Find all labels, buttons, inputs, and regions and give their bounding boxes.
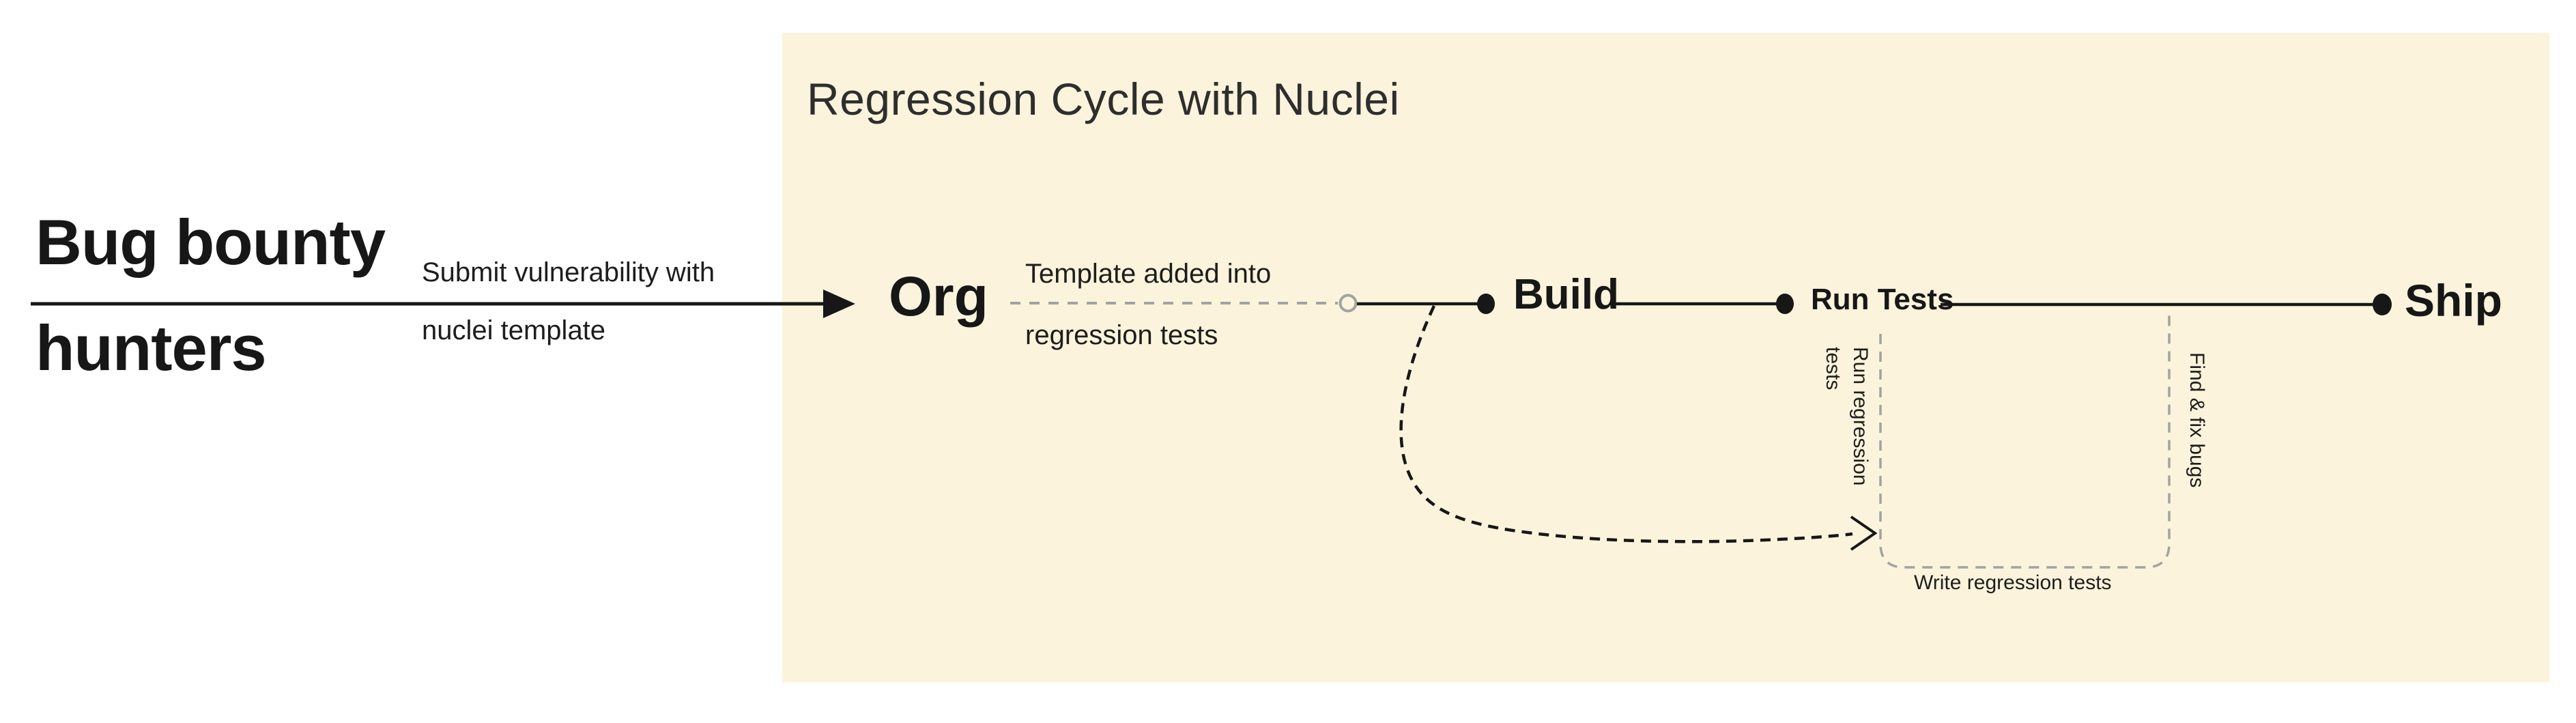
write-tests-bracket xyxy=(1879,311,2171,569)
actor-name-line2: hunters xyxy=(35,312,267,384)
actor-name-line1: Bug bounty xyxy=(35,206,386,278)
template-annotation-line2: regression tests xyxy=(1025,320,1218,350)
loop-arrow-head-icon xyxy=(1850,515,1878,551)
actor-arrow-label-line2: nuclei template xyxy=(422,315,606,345)
run-regression-tests-label: Run regression tests xyxy=(1822,347,1872,486)
build-node-label: Build xyxy=(1513,271,1619,318)
run-tests-dot-icon xyxy=(1776,294,1794,314)
ship-dot-icon xyxy=(2373,294,2392,315)
ship-node-label: Ship xyxy=(2405,275,2502,326)
find-fix-bugs-label: Find & fix bugs xyxy=(2186,352,2208,488)
actor-arrow-label-line1: Submit vulnerability with xyxy=(422,257,715,287)
regression-loop-curve xyxy=(1399,305,1853,543)
milestone-circle-icon xyxy=(1339,294,1358,313)
build-dot-icon xyxy=(1477,294,1495,314)
panel-title: Regression Cycle with Nuclei xyxy=(807,74,1400,124)
run-tests-node-label: Run Tests xyxy=(1811,283,1954,316)
actor-arrow-head-icon xyxy=(823,289,855,318)
template-annotation-line1: Template added into xyxy=(1025,259,1272,289)
write-regression-tests-label: Write regression tests xyxy=(1914,571,2112,594)
org-node-label: Org xyxy=(889,266,988,328)
regression-cycle-panel xyxy=(782,33,2549,682)
